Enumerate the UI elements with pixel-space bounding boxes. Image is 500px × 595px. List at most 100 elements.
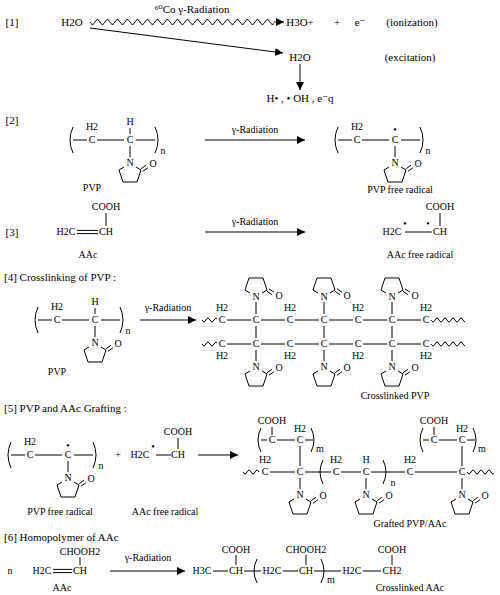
- wavy-line: [431, 342, 465, 346]
- chem-label: COOH: [378, 545, 406, 555]
- chem-label: •: [151, 442, 155, 452]
- chem-label: (ionization): [386, 17, 437, 28]
- polymer-bracket: [70, 127, 73, 153]
- chem-label: O: [414, 159, 421, 169]
- chem-label: C: [459, 467, 466, 477]
- chem-label: H2: [330, 455, 342, 465]
- double-bond: [406, 165, 411, 169]
- double-bond: [405, 372, 410, 376]
- chem-label: CHOOH2: [60, 547, 101, 557]
- pyrrolidone-ring: [381, 278, 403, 293]
- chem-label: •: [426, 219, 430, 229]
- bond-line: [324, 350, 325, 361]
- bond-line: [227, 320, 251, 321]
- double-bond: [267, 369, 272, 373]
- bond-line: [295, 320, 319, 321]
- bond-line: [467, 440, 475, 441]
- chem-label: O: [411, 291, 418, 301]
- chem-label: N: [252, 292, 259, 302]
- polymer-bracket: [35, 307, 38, 333]
- double-bond: [405, 289, 410, 293]
- pyrrolidone-ring: [451, 499, 473, 514]
- polymer-bracket: [8, 442, 11, 468]
- chem-label: O: [149, 159, 156, 169]
- double-bond: [141, 165, 146, 169]
- bond-line: [256, 326, 257, 338]
- chem-label: H2C: [343, 566, 362, 576]
- bond-line: [261, 320, 285, 321]
- double-bond: [337, 372, 342, 376]
- section-heading: [5] PVP and AAc Grafting :: [4, 403, 127, 414]
- polymer-bracket: [93, 442, 96, 468]
- chem-label: C: [389, 315, 396, 325]
- double-bond: [53, 569, 72, 570]
- bond-line: [213, 571, 228, 572]
- double-bond: [53, 572, 72, 573]
- chem-label: H2: [456, 424, 468, 434]
- bond-line: [363, 344, 387, 345]
- bond-line: [97, 140, 124, 141]
- chem-label: C: [92, 315, 99, 325]
- chem-label: H2: [420, 351, 432, 361]
- section-heading: [2]: [6, 115, 19, 126]
- chem-label: H: [362, 455, 369, 465]
- chem-label: m: [316, 444, 324, 454]
- structure-strokes: [8, 20, 494, 583]
- chem-label: N: [64, 473, 71, 483]
- chem-label: ⁶⁰Co γ-Radiation: [154, 4, 229, 15]
- chem-label: N: [320, 362, 327, 372]
- chem-label: C: [459, 435, 466, 445]
- chem-label: γ-Radiation: [232, 125, 279, 135]
- double-bond: [377, 497, 382, 501]
- pyrrolidone-ring: [119, 167, 141, 182]
- chem-label: C: [127, 135, 134, 145]
- bond-line: [270, 472, 295, 473]
- bond-line: [338, 140, 352, 141]
- bond-line: [324, 326, 325, 338]
- reaction-arrow: [140, 320, 196, 321]
- bond-line: [277, 440, 295, 441]
- chem-label: H2: [216, 351, 228, 361]
- double-bond: [77, 233, 98, 234]
- chem-label: Grafted PVP/AAc: [373, 519, 446, 529]
- double-bond: [473, 497, 478, 501]
- chem-label: C: [297, 435, 304, 445]
- polymer-bracket: [420, 428, 423, 452]
- double-bond: [143, 168, 148, 172]
- bond-line: [306, 555, 307, 565]
- chem-label: H2: [51, 302, 63, 312]
- bond-line: [256, 350, 257, 361]
- double-bond: [269, 289, 274, 293]
- chem-label: n: [99, 461, 104, 471]
- pyrrolidone-ring: [245, 278, 267, 293]
- double-bond: [79, 480, 84, 484]
- chem-label: COOH: [258, 416, 286, 426]
- chem-label: H2: [351, 122, 363, 132]
- polymer-bracket: [320, 460, 323, 484]
- chem-label: AAc: [79, 250, 98, 260]
- chem-label: O: [275, 291, 282, 301]
- polymer-bracket: [321, 559, 324, 583]
- chem-label: N: [296, 490, 303, 500]
- bond-line: [397, 344, 421, 345]
- chem-label: N: [388, 362, 395, 372]
- pyrrolidone-ring: [245, 371, 267, 386]
- chem-label: H2: [420, 303, 432, 313]
- chem-label: C: [297, 467, 304, 477]
- reaction-arrow: [198, 455, 238, 456]
- chem-label: C: [89, 135, 96, 145]
- chem-label: O: [343, 291, 350, 301]
- bond-line: [434, 427, 435, 435]
- chem-label: H2C: [131, 450, 150, 460]
- chem-label: N: [388, 292, 395, 302]
- chem-label: C: [262, 467, 269, 477]
- chem-label: H• , • OH , e⁻q: [267, 93, 334, 104]
- bond-line: [462, 446, 463, 466]
- chem-label: PVP: [83, 183, 101, 193]
- chem-label: H2C: [57, 227, 76, 237]
- chem-label: N: [126, 158, 133, 168]
- bond-line: [11, 455, 25, 456]
- chem-label: Crosslinked PVP: [361, 391, 430, 401]
- chem-label: CH: [171, 450, 185, 460]
- chem-label: γ-Radiation: [125, 553, 172, 563]
